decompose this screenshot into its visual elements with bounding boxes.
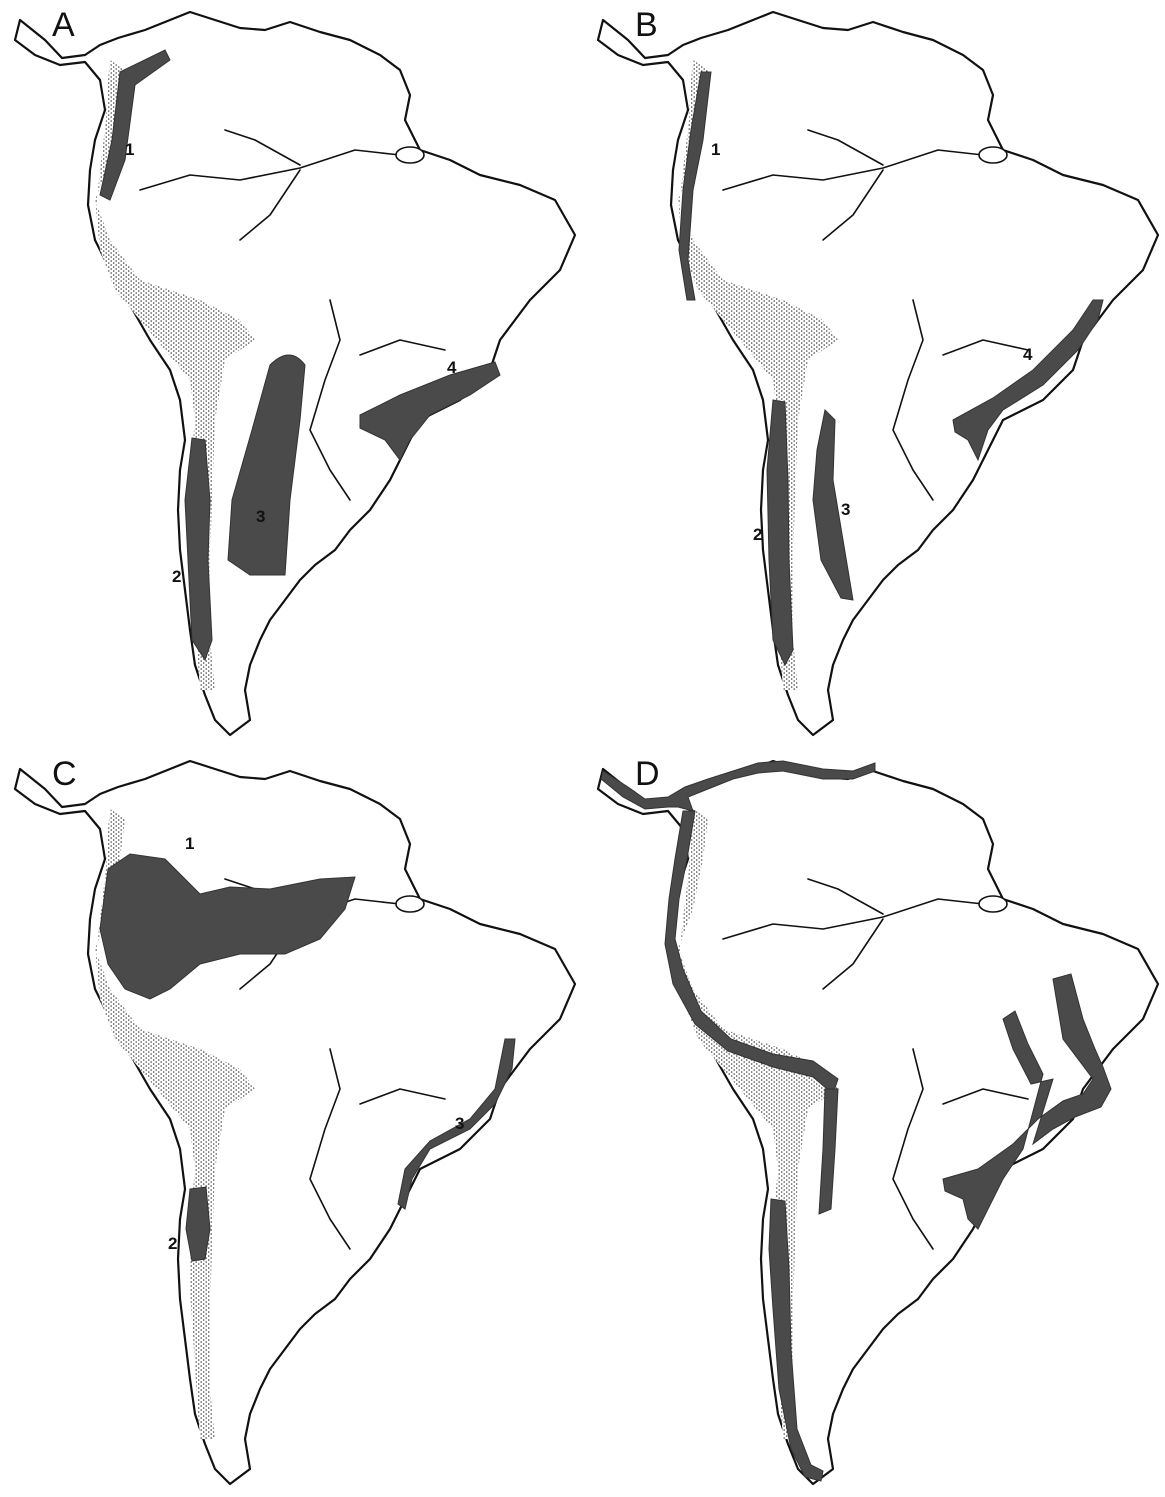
label-2: 2 xyxy=(172,567,181,586)
label-3: 3 xyxy=(455,1114,464,1133)
label-1: 1 xyxy=(711,140,720,159)
river-sf xyxy=(942,339,1029,356)
label-2: 2 xyxy=(753,525,762,544)
region-4 xyxy=(359,361,501,461)
region-2 xyxy=(766,399,794,667)
panel-letter: B xyxy=(635,6,658,44)
region-1 xyxy=(99,853,356,1000)
label-3: 3 xyxy=(841,500,850,519)
region-4 xyxy=(952,299,1104,462)
label-1: 1 xyxy=(185,834,194,853)
map-b: 1 2 3 4 xyxy=(596,10,1160,737)
river-parana xyxy=(892,1048,934,1250)
region-1 xyxy=(99,49,171,201)
continent-outline xyxy=(596,10,1160,737)
andes-dotted xyxy=(95,60,255,690)
map-d xyxy=(596,759,1160,1486)
label-4: 4 xyxy=(447,358,457,377)
andes-dotted xyxy=(678,809,838,1439)
river-madeira xyxy=(239,169,301,241)
river-madeira xyxy=(822,918,884,990)
river-amazon xyxy=(722,898,984,940)
region-2 xyxy=(185,1186,211,1262)
map-panel-b: 1 2 3 4 B xyxy=(583,0,1165,748)
panel-letter: C xyxy=(52,755,77,793)
map-panel-c: 1 2 3 C xyxy=(0,749,582,1497)
region-3 xyxy=(397,1038,516,1210)
panel-letter: A xyxy=(52,6,75,44)
map-panel-a: 1 2 3 4 A xyxy=(0,0,582,748)
label-4: 4 xyxy=(1023,345,1033,364)
river-sf xyxy=(359,1088,446,1105)
river-upper xyxy=(224,129,301,166)
river-amazon xyxy=(722,149,984,191)
river-parana xyxy=(309,299,351,501)
marajo-island xyxy=(978,146,1008,164)
region-chile xyxy=(768,1198,824,1482)
map-c: 1 2 3 xyxy=(13,759,577,1486)
region-andean-south xyxy=(818,1088,839,1215)
marajo-island xyxy=(395,146,425,164)
region-2 xyxy=(184,437,213,662)
river-parana xyxy=(309,1048,351,1250)
region-1 xyxy=(678,71,712,301)
river-parana xyxy=(892,299,934,501)
river-amazon xyxy=(139,149,401,191)
label-3: 3 xyxy=(256,507,265,526)
river-madeira xyxy=(822,169,884,241)
continent-outline xyxy=(13,759,577,1486)
river-upper xyxy=(807,129,884,166)
label-1: 1 xyxy=(125,140,134,159)
map-panel-d: D xyxy=(583,749,1165,1497)
river-sf xyxy=(942,1088,1029,1105)
river-sf xyxy=(359,339,446,356)
region-3 xyxy=(227,354,306,576)
map-a: 1 2 3 4 xyxy=(13,10,577,737)
panel-letter: D xyxy=(635,755,660,793)
label-2: 2 xyxy=(168,1234,177,1253)
marajo-island xyxy=(395,895,425,913)
region-southeast xyxy=(942,973,1112,1230)
marajo-island xyxy=(978,895,1008,913)
region-north-coast xyxy=(600,760,876,812)
region-andean-arc xyxy=(664,810,839,1095)
region-3 xyxy=(812,408,854,601)
river-upper xyxy=(807,878,884,915)
